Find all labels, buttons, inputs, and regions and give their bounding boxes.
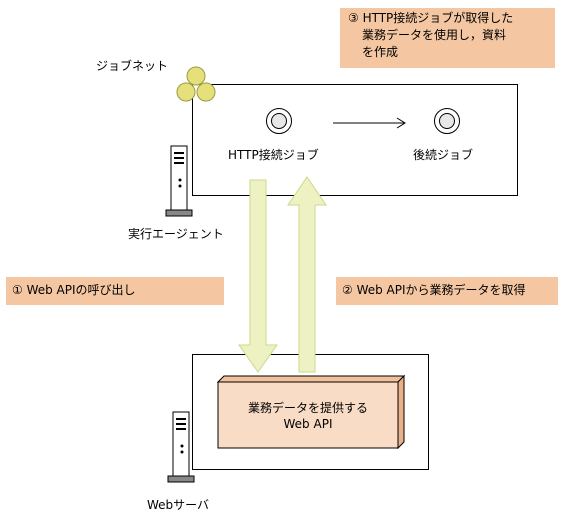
step2-note: ② Web APIから業務データを取得 bbox=[336, 277, 558, 305]
jobnet-label: ジョブネット bbox=[96, 59, 169, 73]
web-server-label: Webサーバ bbox=[147, 498, 210, 512]
successor-job-label: 後続ジョブ bbox=[413, 148, 474, 162]
step1-note: ① Web APIの呼び出し bbox=[6, 277, 224, 305]
web-api-label-line-2: Web API bbox=[283, 417, 333, 431]
step1-note-text: ① Web APIの呼び出し bbox=[12, 283, 136, 297]
web-server-icon bbox=[167, 411, 195, 483]
http-job-label: HTTP接続ジョブ bbox=[228, 148, 319, 162]
step3-note-line-3: を作成 bbox=[362, 45, 399, 59]
agent-server-icon bbox=[165, 145, 193, 217]
web-api-label-line-1: 業務データを提供する bbox=[247, 401, 368, 415]
agent-label: 実行エージェント bbox=[128, 227, 224, 241]
step2-note-text: ② Web APIから業務データを取得 bbox=[342, 283, 526, 297]
http-job-icon[interactable] bbox=[266, 108, 292, 134]
jobnet-icon bbox=[176, 66, 216, 102]
step3-note-line-2: 業務データを使用し，資料 bbox=[362, 28, 507, 42]
step3-note-line-1: ③ HTTP接続ジョブが取得した bbox=[348, 11, 514, 25]
successor-job-icon[interactable] bbox=[434, 108, 460, 134]
step3-note: ③ HTTP接続ジョブが取得した 業務データを使用し，資料 を作成 bbox=[340, 8, 555, 68]
jobnet-panel: HTTP接続ジョブ 後続ジョブ bbox=[192, 84, 518, 196]
web-api-box bbox=[216, 374, 406, 450]
